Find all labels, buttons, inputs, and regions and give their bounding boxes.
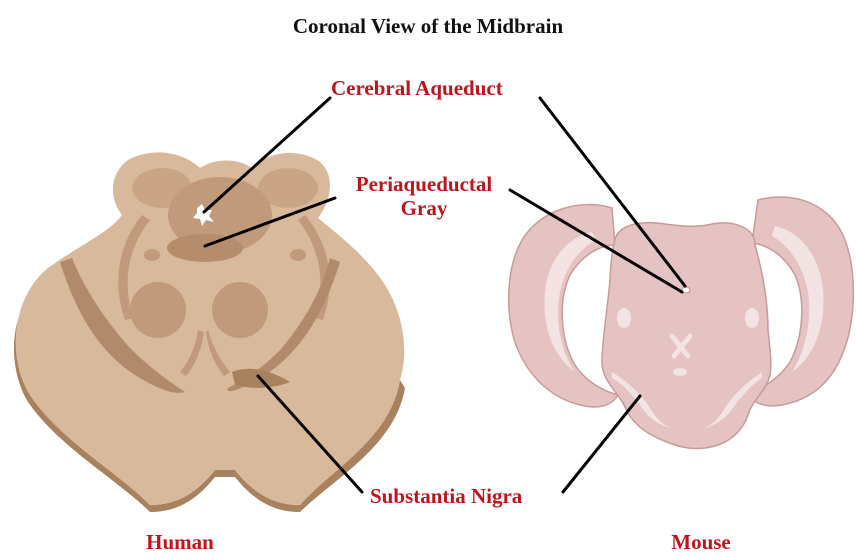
label-periaqueductal-gray-line1: Periaqueductal: [334, 172, 514, 196]
human-nucleus-right: [290, 249, 306, 261]
human-red-nucleus-right: [212, 282, 268, 338]
leader-nigra-mouse: [563, 396, 640, 492]
label-periaqueductal-gray-line2: Gray: [334, 196, 514, 220]
label-periaqueductal-gray: Periaqueductal Gray: [334, 172, 514, 220]
label-species-human: Human: [120, 530, 240, 554]
human-nucleus-left: [144, 249, 160, 261]
mouse-nucleus-left: [617, 308, 631, 328]
mouse-midbrain-section: [509, 197, 854, 449]
mouse-nucleus-right: [745, 308, 759, 328]
mouse-midbrain-body: [602, 223, 771, 449]
label-substantia-nigra: Substantia Nigra: [370, 484, 522, 508]
label-cerebral-aqueduct: Cerebral Aqueduct: [331, 76, 503, 100]
mouse-left-lobe: [509, 205, 618, 407]
human-periaqueductal-gray: [167, 234, 243, 262]
human-red-nucleus-left: [130, 282, 186, 338]
label-species-mouse: Mouse: [646, 530, 756, 554]
mouse-small-nucleus: [673, 368, 687, 376]
